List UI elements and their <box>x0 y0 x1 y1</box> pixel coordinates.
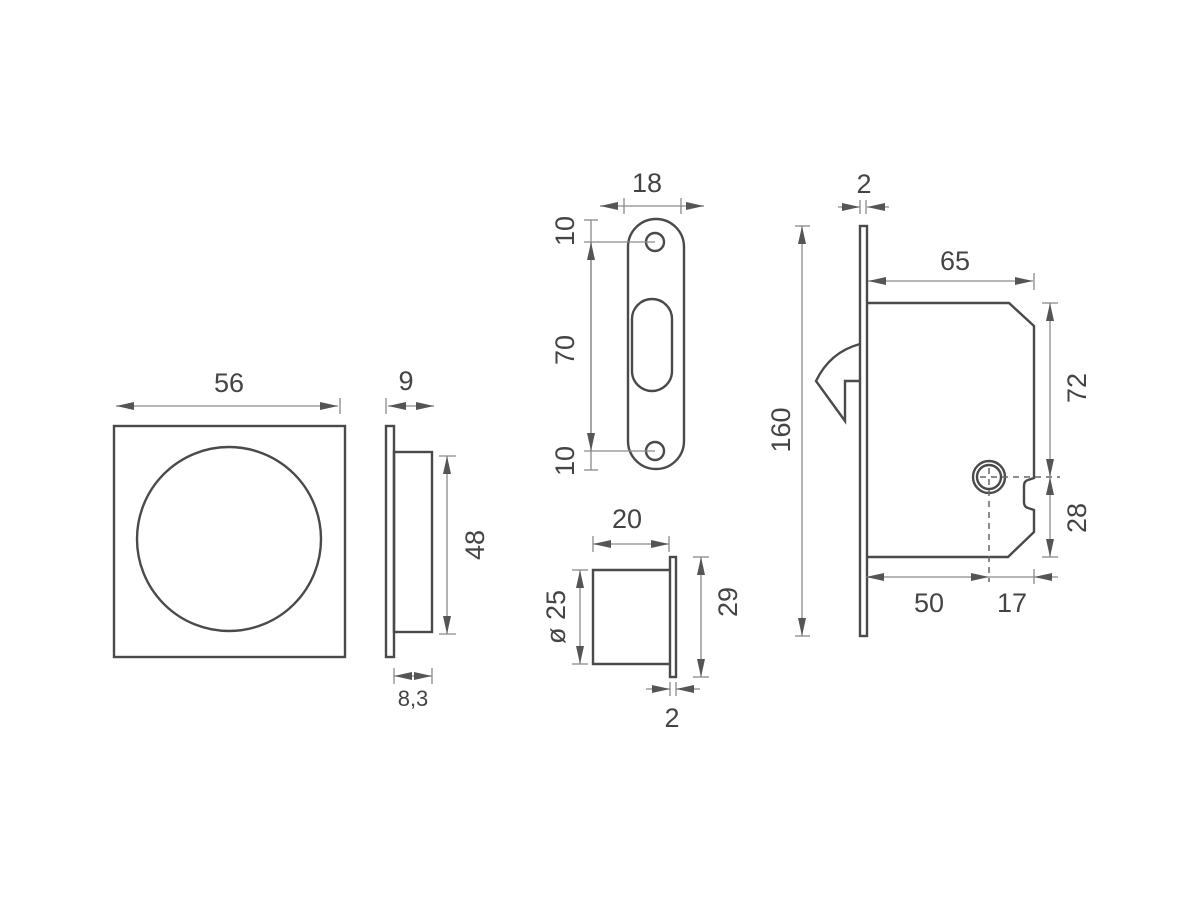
plate-outline <box>626 217 686 471</box>
dim-label-depth: 9 <box>398 366 413 396</box>
square-rosette <box>112 424 347 659</box>
spindle-inner <box>975 463 1003 491</box>
recess-circle <box>135 445 323 633</box>
latch-bolt <box>814 342 861 425</box>
finger-pull: 20 ø 25 29 2 <box>541 504 743 733</box>
dim-label-bottom: 10 <box>550 446 580 476</box>
dim-label-faceplate-height: 160 <box>766 407 796 452</box>
handle-front-view: 56 <box>112 368 347 659</box>
dim-label-flange: 29 <box>713 587 743 617</box>
side-cup <box>392 450 434 634</box>
latch-slot <box>630 297 674 393</box>
dim-label-diameter: ø 25 <box>541 590 571 644</box>
dim-label-rear: 17 <box>997 588 1027 618</box>
dim-label-body-depth: 65 <box>940 246 970 276</box>
lock-body <box>867 301 1036 559</box>
dim-label-backset: 50 <box>914 588 944 618</box>
dim-label-upper-height: 72 <box>1062 373 1092 403</box>
dim-label-width: 18 <box>632 168 662 198</box>
faceplate <box>858 224 869 638</box>
dim-label-faceplate-thickness: 2 <box>856 169 871 199</box>
dim-label-width: 56 <box>214 368 244 398</box>
pull-flange <box>668 555 678 679</box>
strike-plate: 18 10 70 10 <box>550 168 704 476</box>
side-plate <box>384 424 396 659</box>
dim-label-middle: 70 <box>550 335 580 365</box>
dim-label-length: 20 <box>612 504 642 534</box>
mortise-lock: 2 160 65 72 28 50 17 <box>766 169 1092 638</box>
handle-side-view: 9 48 8,3 <box>384 366 490 711</box>
dim-label-lower-height: 28 <box>1062 503 1092 533</box>
dim-label-height: 48 <box>460 530 490 560</box>
pull-body <box>591 568 670 666</box>
dim-label-flange-thickness: 2 <box>664 703 679 733</box>
dim-label-inner-depth: 8,3 <box>398 686 429 711</box>
dim-label-top: 10 <box>550 216 580 246</box>
